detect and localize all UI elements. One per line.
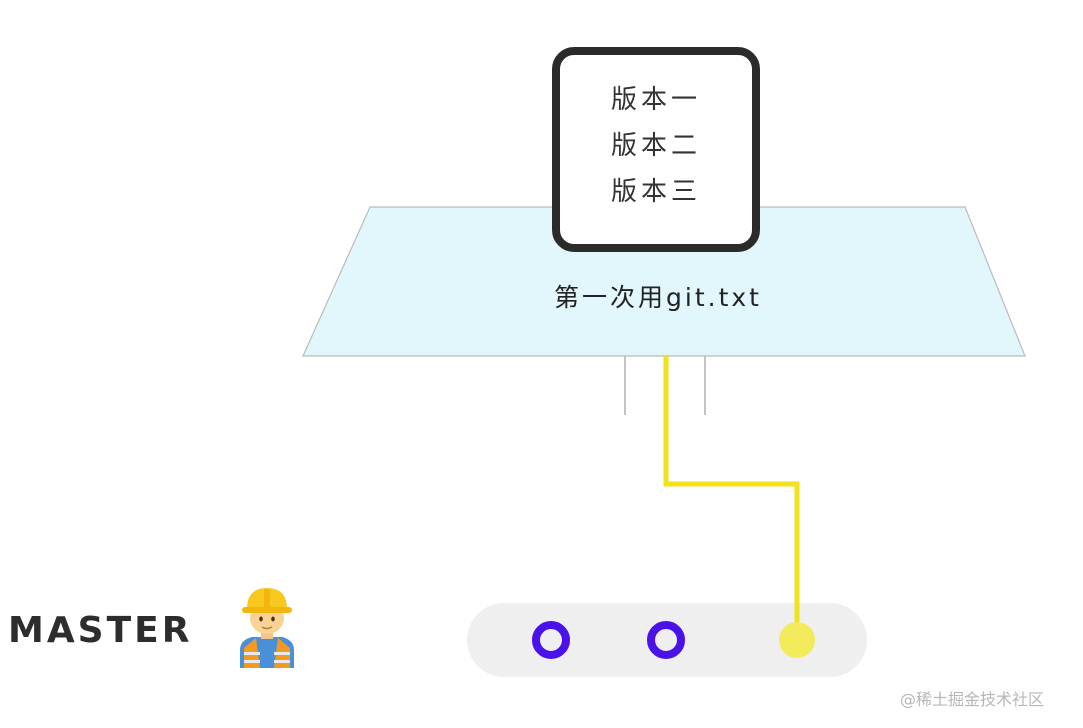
watermark-text: @稀土掘金技术社区 — [900, 690, 1045, 709]
branch-name-label: MASTER — [8, 610, 193, 651]
version-line-3: 版本三 — [610, 177, 701, 207]
version-line-2: 版本二 — [610, 131, 701, 161]
yellow-connector-line — [663, 356, 800, 632]
commit-node-current — [779, 622, 815, 658]
file-content-card: 版本一 版本二 版本三 — [552, 47, 760, 252]
construction-worker-icon — [240, 588, 294, 668]
staging-file-label: 第一次用git.txt — [554, 283, 762, 312]
commit-node-1 — [532, 621, 570, 659]
version-line-1: 版本一 — [610, 85, 701, 115]
commit-node-2 — [647, 621, 685, 659]
commit-track — [467, 603, 867, 677]
staging-area-plane — [302, 206, 1026, 357]
